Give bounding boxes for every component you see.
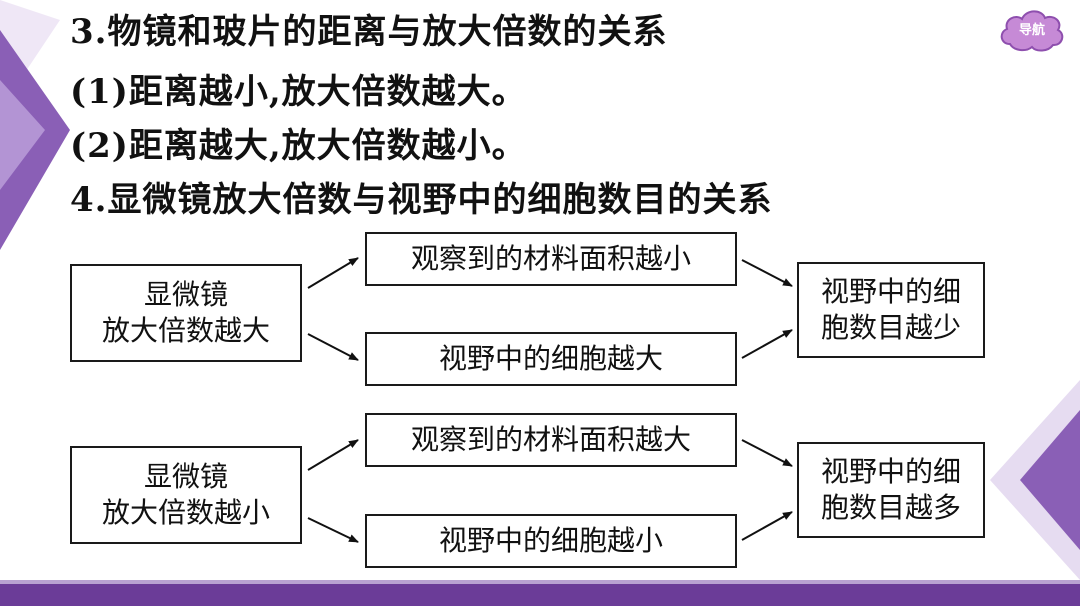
diagram-2-source-line1: 显微镜: [143, 460, 228, 493]
diagram-2-lower-text: 视野中的细胞越小: [438, 524, 663, 557]
heading-objective-distance: 3.物镜和玻片的距离与放大倍数的关系: [70, 12, 668, 52]
arrow-1-source-to-upper: [307, 257, 359, 289]
diagram-2-result-line2: 胞数目越多: [820, 491, 961, 524]
diagram-2-lower-box: 视野中的细胞越小: [365, 514, 737, 568]
right-corner-decoration: [990, 380, 1080, 580]
diagram-2-upper-box: 观察到的材料面积越大: [365, 413, 737, 467]
diagram-1-source-line2: 放大倍数越大: [101, 314, 270, 347]
arrow-2-lower-to-result: [741, 511, 793, 541]
arrow-1-upper-to-result: [741, 259, 793, 287]
diagram-1-result-line2: 胞数目越少: [820, 311, 961, 344]
navigation-button[interactable]: 导航: [996, 4, 1068, 56]
arrow-1-lower-to-result: [741, 329, 793, 359]
arrow-2-source-to-upper: [307, 439, 359, 471]
diagram-2-source-box: 显微镜放大倍数越小: [70, 446, 302, 544]
diagram-2-result-box: 视野中的细胞数目越多: [797, 442, 985, 538]
diagram-1-upper-box: 观察到的材料面积越小: [365, 232, 737, 286]
diagram-1-result-box: 视野中的细胞数目越少: [797, 262, 985, 358]
diagram-2-result-line1: 视野中的细: [820, 455, 961, 488]
list-item-distance-large: (2)距离越大,放大倍数越小。: [70, 126, 527, 166]
cloud-icon: [1000, 10, 1064, 52]
footer-accent-line: [0, 580, 1080, 584]
footer-bar: [0, 584, 1080, 606]
heading-magnification-cells: 4.显微镜放大倍数与视野中的细胞数目的关系: [70, 180, 773, 220]
diagram-1-source-box: 显微镜放大倍数越大: [70, 264, 302, 362]
left-corner-decoration: [0, 0, 70, 250]
diagram-2-upper-text: 观察到的材料面积越大: [410, 423, 691, 456]
diagram-1-lower-box: 视野中的细胞越大: [365, 332, 737, 386]
navigation-label: 导航: [1018, 23, 1045, 38]
arrow-1-source-to-lower: [307, 333, 359, 361]
diagram-2-source-line2: 放大倍数越小: [101, 496, 270, 529]
diagram-1-upper-text: 观察到的材料面积越小: [410, 242, 691, 275]
diagram-1-source-line1: 显微镜: [143, 278, 228, 311]
diagram-1-lower-text: 视野中的细胞越大: [438, 342, 663, 375]
diagram-1-result-line1: 视野中的细: [820, 275, 961, 308]
arrow-2-source-to-lower: [307, 517, 359, 543]
list-item-distance-small: (1)距离越小,放大倍数越大。: [70, 72, 527, 112]
arrow-2-upper-to-result: [741, 439, 793, 467]
